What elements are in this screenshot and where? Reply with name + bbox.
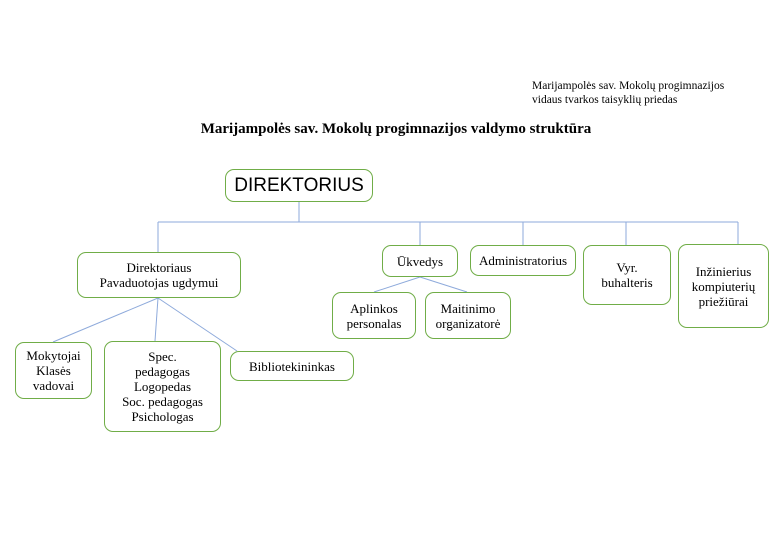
node-cleaning-line-2: personalas [346,315,402,331]
node-teachers-line-2: Klasės [36,363,71,378]
node-engineer-line-3: priežiūrai [698,293,749,309]
node-librarian-label: Bibliotekininkas [249,358,335,374]
node-deputy-label-line-1: Direktoriaus [126,260,192,275]
annex-note-line-2: vidaus tvarkos taisyklių priedas [532,94,678,106]
node-catering-line-2: organizatorė [435,315,501,331]
node-engineer-line-2: kompiuterių [691,278,756,294]
node-specialists: Spec. pedagogas Logopedas Soc. pedagogas… [104,341,221,432]
node-specialists-line-1: Spec. [148,349,177,364]
node-caretaker: Ūkvedys [382,245,458,277]
node-deputy-label-line-2: Pavaduotojas ugdymui [99,275,219,290]
node-teachers-line-1: Mokytojai [26,348,81,363]
node-it-engineer: Inžinierius kompiuterių priežiūrai [678,244,769,328]
connector-deputy-teachers [52,297,159,343]
node-director: DIREKTORIUS [225,169,373,202]
diagram-title: Marijampolės sav. Mokolų progimnazijos v… [200,121,592,137]
annex-note-line-1: Marijampolės sav. Mokolų progimnazijos [532,80,725,92]
node-specialists-line-4: Soc. pedagogas [122,394,203,409]
node-deputy-director: Direktoriaus Pavaduotojas ugdymui [77,252,241,298]
node-catering-organizer: Maitinimo organizatorė [425,292,511,339]
node-cleaning-staff: Aplinkos personalas [332,292,416,339]
connector-deputy-librarian [157,297,238,352]
node-engineer-line-1: Inžinierius [695,263,752,279]
node-teachers-line-3: vadovai [32,378,75,393]
node-catering-line-1: Maitinimo [440,300,496,316]
node-accountant-line-2: buhalteris [601,275,653,290]
node-administrator: Administratorius [470,245,576,276]
node-teachers: Mokytojai Klasės vadovai [15,342,92,399]
node-librarian: Bibliotekininkas [230,351,354,381]
node-cleaning-line-1: Aplinkos [350,300,398,316]
node-specialists-line-5: Psichologas [131,409,194,424]
node-accountant-line-1: Vyr. [616,260,638,275]
node-specialists-line-2: pedagogas [135,364,190,379]
node-chief-accountant: Vyr. buhalteris [583,245,671,305]
connector-caretaker-catering [419,276,468,293]
document-annex-note: Marijampolės sav. Mokolų progimnazijos v… [532,79,724,107]
connector-caretaker-cleaning [373,276,421,293]
connector-deputy-specialists [154,297,159,342]
node-specialists-line-3: Logopedas [133,379,192,394]
node-caretaker-label: Ūkvedys [396,253,444,269]
node-administrator-label: Administratorius [478,253,568,268]
node-director-label: DIREKTORIUS [234,175,364,196]
